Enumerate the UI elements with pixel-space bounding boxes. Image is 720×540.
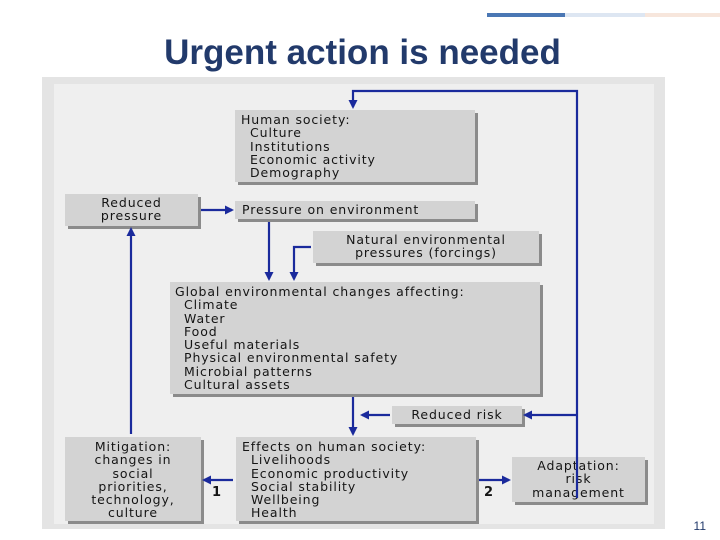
- reduced-risk-label: Reduced risk: [411, 407, 503, 422]
- human-society-item: Institutions: [250, 138, 331, 154]
- adaptation-box: Adaptation: risk management: [512, 457, 645, 502]
- global-changes-item: Useful materials: [184, 337, 301, 353]
- effects-item: Wellbeing: [251, 492, 321, 508]
- global-changes-heading: Global environmental changes affecting:: [175, 284, 465, 299]
- reduced-pressure-line: Reduced: [101, 195, 162, 210]
- global-changes-item: Cultural assets: [184, 377, 291, 393]
- reduced-pressure-box: Reduced pressure: [65, 194, 198, 226]
- slide-title: Urgent action is needed: [164, 33, 561, 72]
- reduced-pressure-line: pressure: [100, 208, 163, 224]
- global-changes-item: Physical environmental safety: [184, 350, 399, 366]
- effects-item: Health: [251, 505, 298, 521]
- human-society-item: Demography: [250, 165, 341, 181]
- header-accent-bar-light: [565, 13, 645, 17]
- global-changes-item: Microbial patterns: [184, 363, 313, 379]
- header-accent-bar-peach: [645, 13, 720, 17]
- natural-pressures-line: Natural environmental: [346, 232, 506, 247]
- natural-pressures-box: Natural environmental pressures (forcing…: [313, 231, 539, 263]
- pressure-on-environment-box: Pressure on environment: [235, 201, 475, 219]
- human-society-item: Culture: [250, 125, 302, 141]
- effects-item: Economic productivity: [251, 465, 410, 481]
- header-accent-bar-dark: [487, 13, 565, 17]
- effects-box: Effects on human society: Livelihoods Ec…: [236, 437, 476, 521]
- human-society-box: Human society: Culture Institutions Econ…: [235, 110, 475, 182]
- global-changes-item: Food: [184, 323, 218, 339]
- arrow-feedback-to-human-society: [348, 89, 579, 498]
- arrow-natural-pressures-to-global-changes: [289, 245, 311, 281]
- path-1-label: 1: [212, 485, 222, 500]
- global-changes-item: Climate: [184, 297, 239, 313]
- pressure-on-environment-label: Pressure on environment: [242, 202, 420, 217]
- mitigation-line: social: [112, 465, 154, 481]
- reduced-risk-box: Reduced risk: [392, 406, 522, 424]
- mitigation-line: Mitigation:: [94, 439, 172, 454]
- mitigation-line: changes in: [94, 452, 172, 468]
- natural-pressures-line: pressures (forcings): [355, 245, 497, 261]
- human-society-item: Economic activity: [250, 151, 376, 167]
- mitigation-box: Mitigation: changes in social priorities…: [65, 437, 201, 521]
- mitigation-line: culture: [108, 505, 158, 521]
- human-society-heading: Human society:: [241, 112, 351, 127]
- effects-heading: Effects on human society:: [242, 439, 427, 454]
- global-changes-box: Global environmental changes affecting: …: [170, 282, 540, 394]
- page-number: 11: [693, 519, 706, 533]
- effects-item: Livelihoods: [251, 452, 332, 468]
- effects-item: Social stability: [251, 478, 357, 494]
- mitigation-line: technology,: [91, 492, 175, 508]
- mitigation-line: priorities,: [98, 478, 168, 494]
- global-changes-item: Water: [184, 310, 226, 326]
- path-2-label: 2: [484, 485, 494, 500]
